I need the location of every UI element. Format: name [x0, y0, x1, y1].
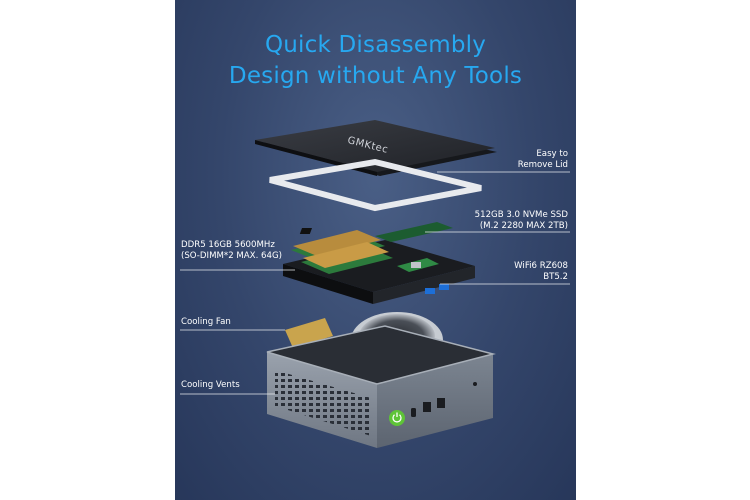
callout-lid: Easy to Remove Lid: [518, 149, 568, 171]
case-base: [266, 325, 496, 448]
headline-line-2: Design without Any Tools: [228, 63, 523, 89]
callout-vents: Cooling Vents: [181, 380, 240, 391]
front-ports: [389, 382, 477, 426]
ram-modules: [291, 230, 393, 274]
callout-lid-line-1: Easy to: [536, 149, 568, 159]
board-ports: [425, 284, 449, 294]
callout-vents-line-1: Cooling Vents: [181, 380, 240, 390]
callout-wifi-line-2: BT5.2: [543, 272, 568, 282]
headline-line-1: Quick Disassembly: [264, 32, 487, 58]
power-button: [389, 410, 405, 426]
callout-ssd: 512GB 3.0 NVMe SSD (M.2 2280 MAX 2TB): [475, 210, 568, 232]
callout-wifi-line-1: WiFi6 RZ608: [514, 261, 568, 271]
callout-ram: DDR5 16GB 5600MHz (SO-DIMM*2 MAX. 64G): [181, 240, 282, 262]
callout-wifi: WiFi6 RZ608 BT5.2: [514, 261, 568, 283]
ssd-module: [299, 222, 453, 242]
lid-frame: [269, 158, 482, 212]
exploded-view-drawing: [180, 120, 570, 448]
callout-fan-line-1: Cooling Fan: [181, 317, 231, 327]
callout-ram-line-2: (SO-DIMM*2 MAX. 64G): [181, 251, 282, 261]
leader-lines: [180, 171, 570, 395]
callout-ram-line-1: DDR5 16GB 5600MHz: [181, 240, 275, 250]
power-icon: [392, 412, 402, 423]
callout-lid-line-2: Remove Lid: [517, 160, 568, 170]
callout-ssd-line-2: (M.2 2280 MAX 2TB): [479, 221, 568, 231]
callout-ssd-line-1: 512GB 3.0 NVMe SSD: [474, 210, 568, 220]
wifi-card: [397, 258, 439, 272]
product-illustration: Quick Disassembly Design without Any Too…: [175, 0, 576, 500]
callout-fan: Cooling Fan: [181, 317, 231, 328]
